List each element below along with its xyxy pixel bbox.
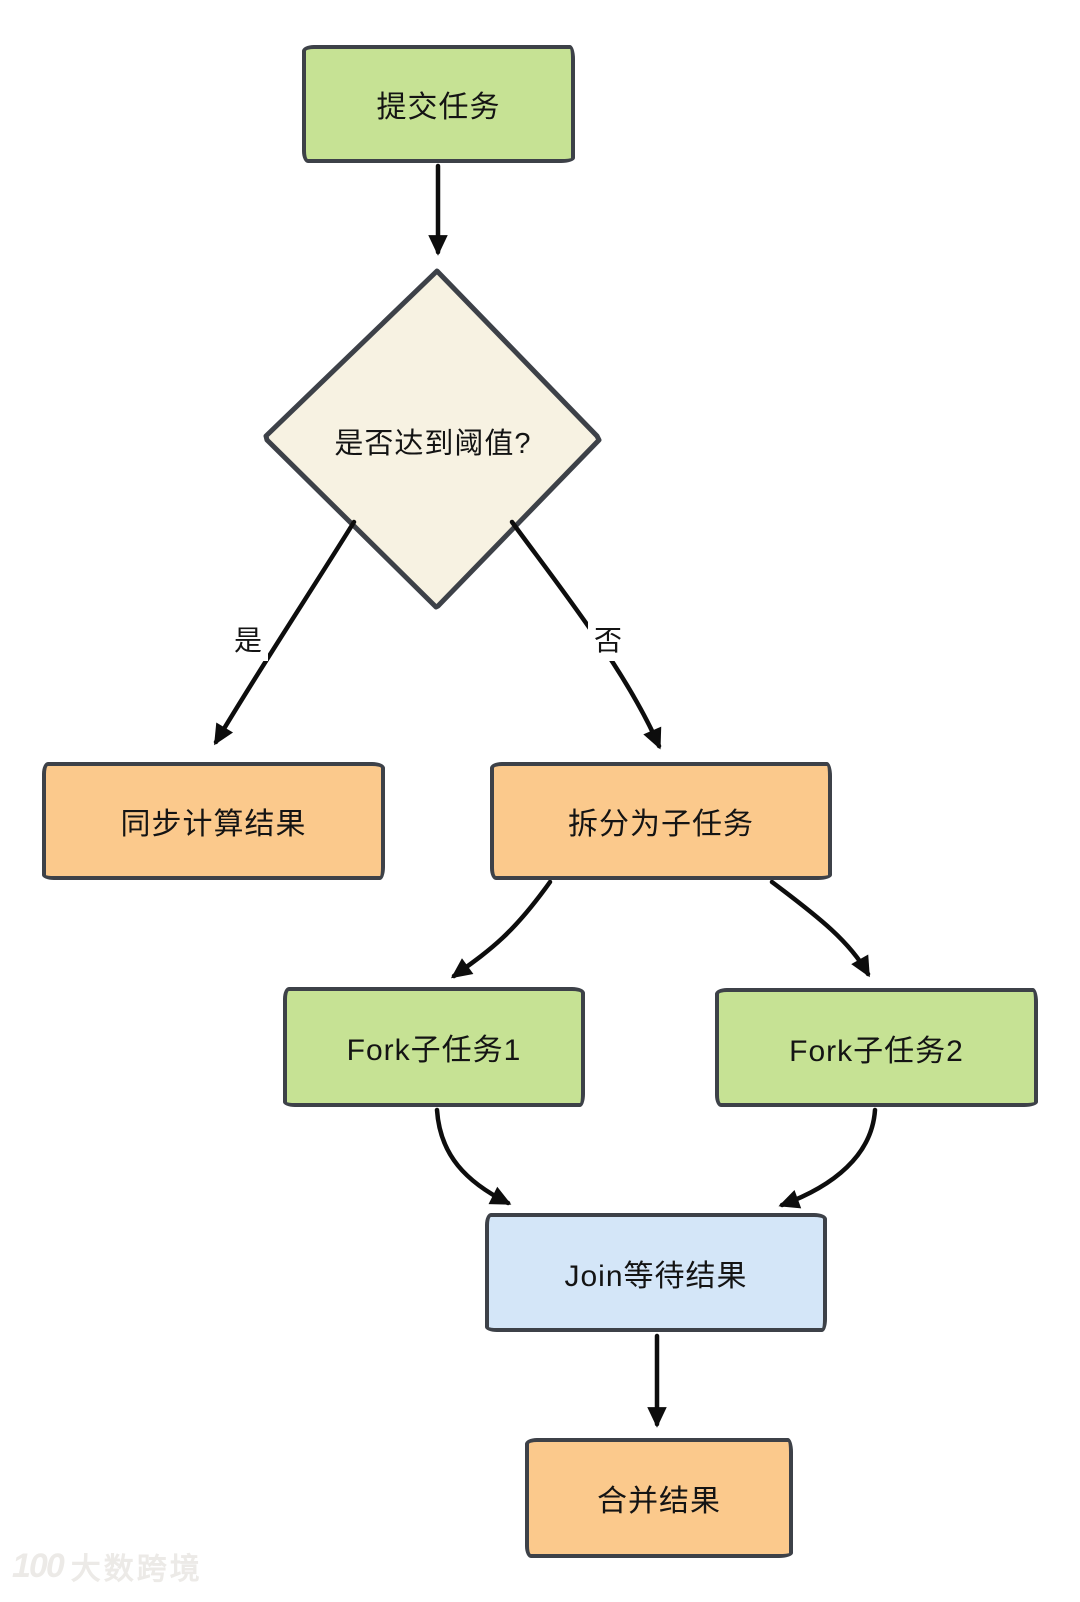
node-sync-compute-result: 同步计算结果 — [42, 762, 385, 880]
arrow-fork1-to-join — [434, 1107, 512, 1206]
node-fork-subtask-2-label: Fork子任务2 — [789, 1034, 964, 1068]
edge-label-yes: 是 — [228, 617, 269, 661]
arrow-split-to-fork1 — [450, 879, 553, 979]
node-threshold-decision-label: 是否达到阈值? — [334, 428, 532, 460]
arrow-threshold-to-split-no — [509, 519, 662, 750]
node-fork-subtask-1-label: Fork子任务1 — [346, 1034, 522, 1067]
node-fork-subtask-2: Fork子任务2 — [715, 988, 1038, 1107]
watermark: 100 大数跨境 — [12, 1544, 203, 1588]
node-threshold-diamond-shape — [263, 268, 602, 610]
node-threshold-decision: 是否达到阈值? — [283, 420, 583, 462]
node-sync-compute-result-label: 同步计算结果 — [120, 808, 307, 841]
arrow-fork2-to-join — [778, 1107, 878, 1209]
node-fork-subtask-1: Fork子任务1 — [283, 987, 585, 1107]
node-merge-result: 合并结果 — [525, 1438, 793, 1558]
arrow-threshold-to-sync-yes — [213, 519, 357, 746]
node-submit-task-label: 提交任务 — [376, 91, 501, 124]
node-join-wait-result: Join等待结果 — [485, 1213, 827, 1332]
watermark-100-logo-icon: 100 — [12, 1546, 65, 1585]
node-merge-result-label: 合并结果 — [597, 1485, 721, 1518]
arrow-split-to-fork2 — [769, 879, 871, 978]
watermark-brand-text: 大数跨境 — [70, 1553, 203, 1586]
node-split-into-subtasks: 拆分为子任务 — [490, 762, 832, 880]
node-split-into-subtasks-label: 拆分为子任务 — [568, 808, 754, 841]
edge-label-no: 否 — [588, 617, 629, 661]
node-join-wait-result-label: Join等待结果 — [564, 1259, 748, 1293]
node-submit-task: 提交任务 — [302, 45, 575, 163]
